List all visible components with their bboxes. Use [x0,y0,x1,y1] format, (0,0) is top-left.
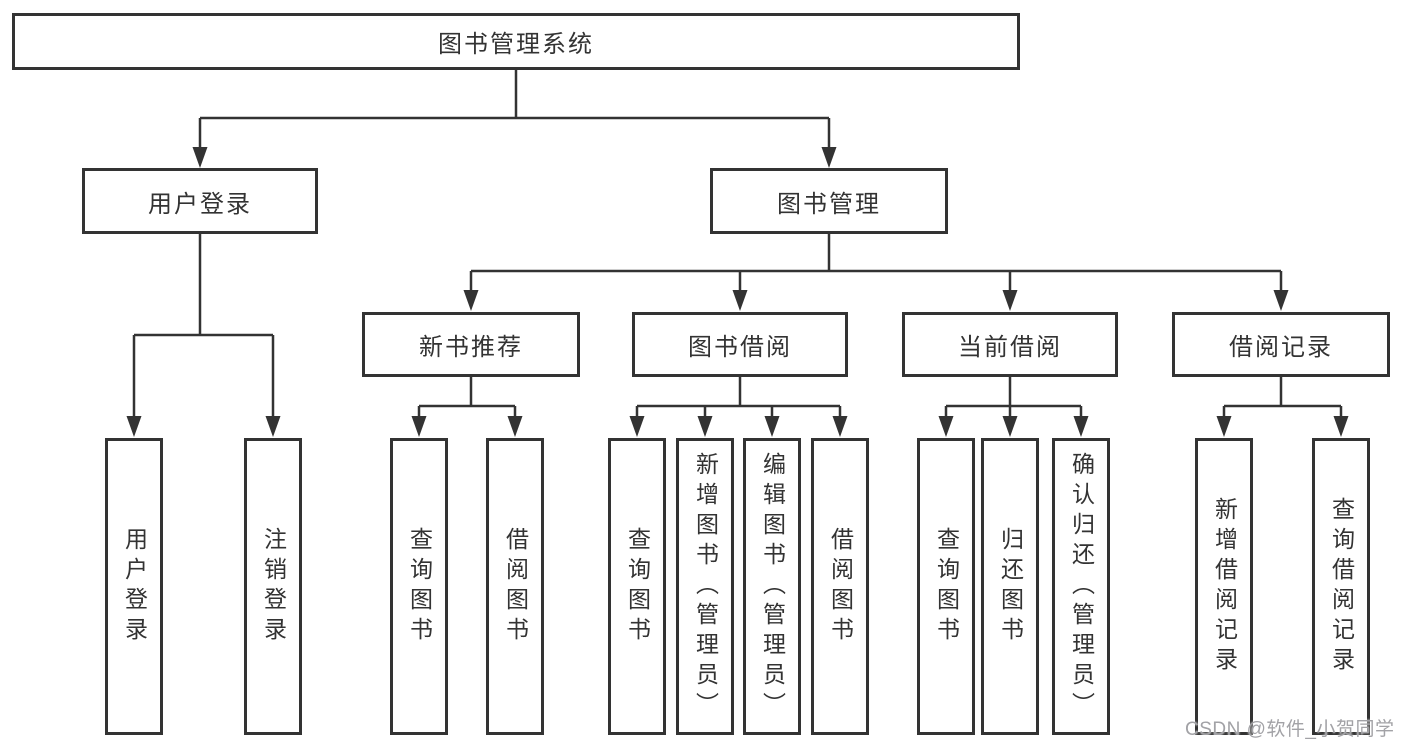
node-label: 图书管理 [777,190,881,218]
csdn-watermark: CSDN @软件_小贺同学 [1185,719,1395,740]
leaf-label: 新增借阅记录 [1211,496,1238,677]
leaf-label: 新增图书（管理员） [692,451,719,722]
leaf-query-books: 查询图书 [917,438,975,735]
leaf-borrow-books: 借阅图书 [486,438,544,735]
leaf-label: 注销登录 [260,526,287,647]
leaf-edit-books-admin: 编辑图书（管理员） [743,438,801,735]
leaf-label: 归还图书 [997,526,1024,647]
leaf-label: 查询借阅记录 [1328,496,1355,677]
node-book-borrowing: 图书借阅 [632,312,848,377]
node-borrowing-records: 借阅记录 [1172,312,1390,377]
node-label: 借阅记录 [1229,334,1333,361]
leaf-add-books-admin: 新增图书（管理员） [676,438,734,735]
node-current-borrowing: 当前借阅 [902,312,1118,377]
leaf-label: 借阅图书 [827,526,854,647]
leaf-add-borrow-record: 新增借阅记录 [1195,438,1253,735]
node-label: 图书借阅 [688,334,792,361]
leaf-query-books: 查询图书 [390,438,448,735]
leaf-label: 查询图书 [624,526,651,647]
leaf-confirm-return-admin: 确认归还（管理员） [1052,438,1110,735]
node-library-management-system: 图书管理系统 [12,13,1020,70]
leaf-label: 借阅图书 [502,526,529,647]
leaf-label: 确认归还（管理员） [1068,451,1095,722]
node-label: 当前借阅 [958,334,1062,361]
leaf-query-borrow-record: 查询借阅记录 [1312,438,1370,735]
node-new-book-recommendation: 新书推荐 [362,312,580,377]
leaf-borrow-books: 借阅图书 [811,438,869,735]
leaf-return-books: 归还图书 [981,438,1039,735]
leaf-user-login: 用户登录 [105,438,163,735]
leaf-label: 查询图书 [933,526,960,647]
leaf-label: 编辑图书（管理员） [759,451,786,722]
node-book-management: 图书管理 [710,168,948,234]
leaf-query-books: 查询图书 [608,438,666,735]
leaf-label: 查询图书 [406,526,433,647]
node-label: 图书管理系统 [438,31,594,58]
node-label: 新书推荐 [419,334,523,361]
leaf-logout: 注销登录 [244,438,302,735]
node-user-login: 用户登录 [82,168,318,234]
node-label: 用户登录 [148,190,252,218]
leaf-label: 用户登录 [121,526,148,647]
